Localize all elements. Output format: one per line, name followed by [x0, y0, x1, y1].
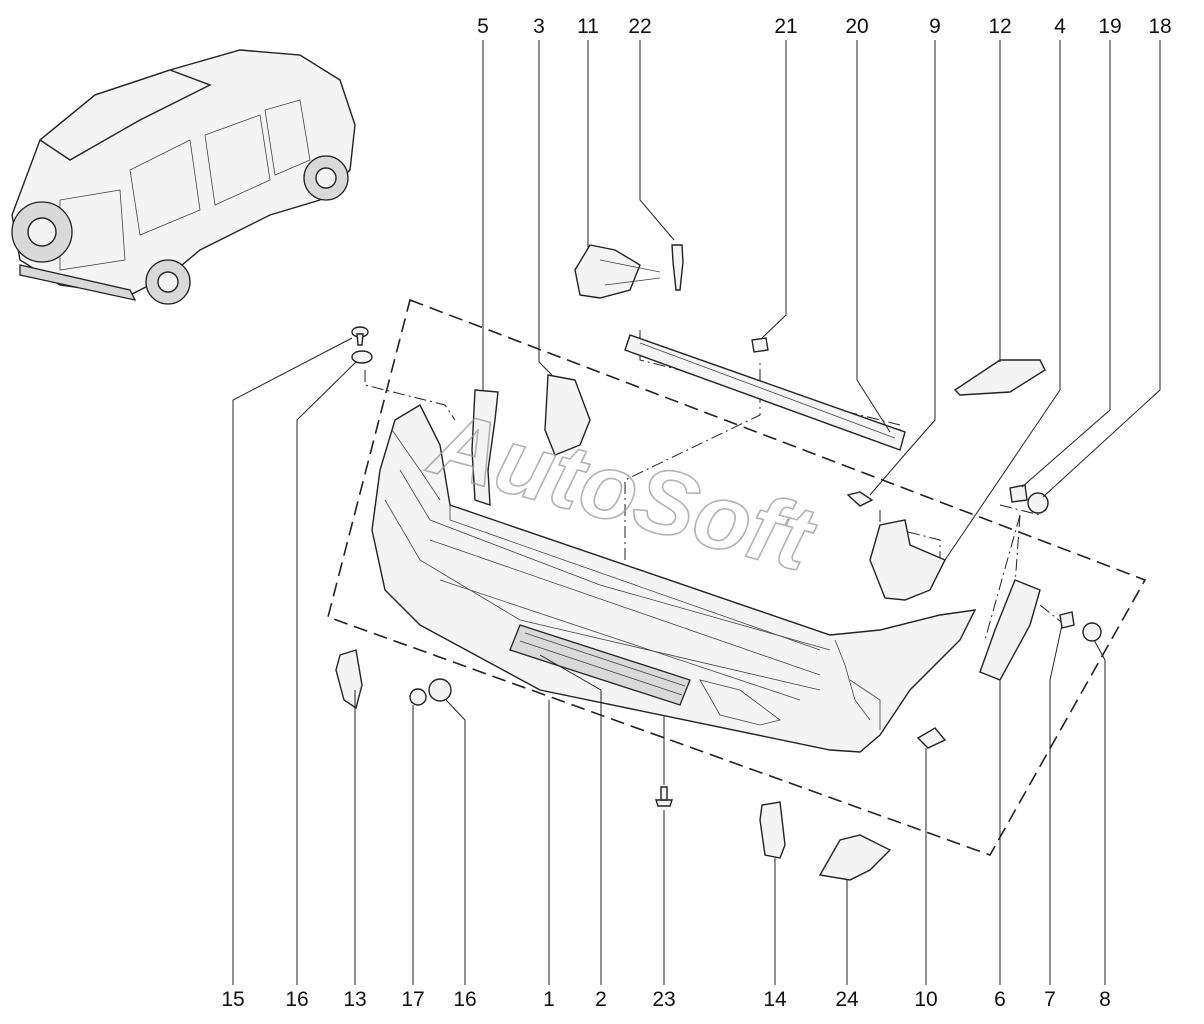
part-18-cap [1027, 492, 1049, 514]
part-24-mounting-plate [818, 834, 892, 881]
part-17-nut [409, 688, 427, 706]
leader-lines-bottom [232, 337, 1106, 985]
part-10-clip [916, 727, 947, 749]
assembly-boundary [327, 298, 1147, 856]
callout-4: 4 [1054, 15, 1066, 38]
part-5-side-support [471, 389, 499, 506]
part-12-reinforcement [953, 359, 1046, 396]
callout-17: 17 [401, 988, 424, 1011]
part-8-cap [1082, 622, 1102, 642]
part-15-screw [351, 326, 369, 346]
part-7-clip [1059, 611, 1075, 629]
part-20-absorber-strip [624, 334, 906, 451]
part-19-clip [1009, 484, 1028, 503]
callout-5: 5 [477, 15, 489, 38]
callout-16-right: 16 [453, 988, 476, 1011]
part-2-grille-insert [509, 624, 691, 706]
callout-22: 22 [628, 15, 651, 38]
callout-24: 24 [835, 988, 859, 1011]
part-3-bracket [544, 374, 591, 456]
callout-12: 12 [988, 15, 1011, 38]
part-11-mounting-bracket [574, 244, 641, 299]
callout-23: 23 [652, 988, 675, 1011]
callout-14: 14 [763, 988, 787, 1011]
callout-18: 18 [1148, 15, 1171, 38]
callout-11: 11 [577, 15, 599, 38]
callouts-top: 5 3 11 22 21 20 9 12 4 19 18 [477, 15, 1172, 38]
callout-7: 7 [1044, 988, 1056, 1011]
part-16-washer-lower [428, 678, 452, 702]
part-13-trim [335, 649, 363, 710]
part-1-bumper-cover [371, 404, 977, 753]
callout-1: 1 [543, 988, 555, 1011]
callout-20: 20 [845, 15, 868, 38]
callout-9: 9 [929, 15, 941, 38]
part-14-trim [759, 801, 786, 859]
part-22-pin [671, 244, 684, 291]
callout-8: 8 [1099, 988, 1111, 1011]
callout-21: 21 [774, 15, 797, 38]
callout-10: 10 [914, 988, 937, 1011]
part-6-bracket-strip [979, 579, 1041, 681]
callout-2: 2 [595, 988, 607, 1011]
callout-6: 6 [994, 988, 1006, 1011]
vehicle-thumbnail [11, 49, 356, 305]
callout-15: 15 [221, 988, 244, 1011]
callout-13: 13 [343, 988, 366, 1011]
part-21-bolt [751, 337, 769, 353]
callout-19: 19 [1098, 15, 1121, 38]
leader-lines-top [482, 40, 1161, 561]
part-23-fastener [655, 786, 673, 807]
part-16-washer-upper [351, 350, 373, 364]
callouts-bottom: 15 16 13 17 16 1 2 23 14 24 10 6 7 8 [221, 988, 1111, 1011]
callout-3: 3 [533, 15, 545, 38]
part-9-bolt [846, 491, 874, 507]
part-4-side-bracket [869, 519, 946, 601]
callout-16-left: 16 [285, 988, 308, 1011]
